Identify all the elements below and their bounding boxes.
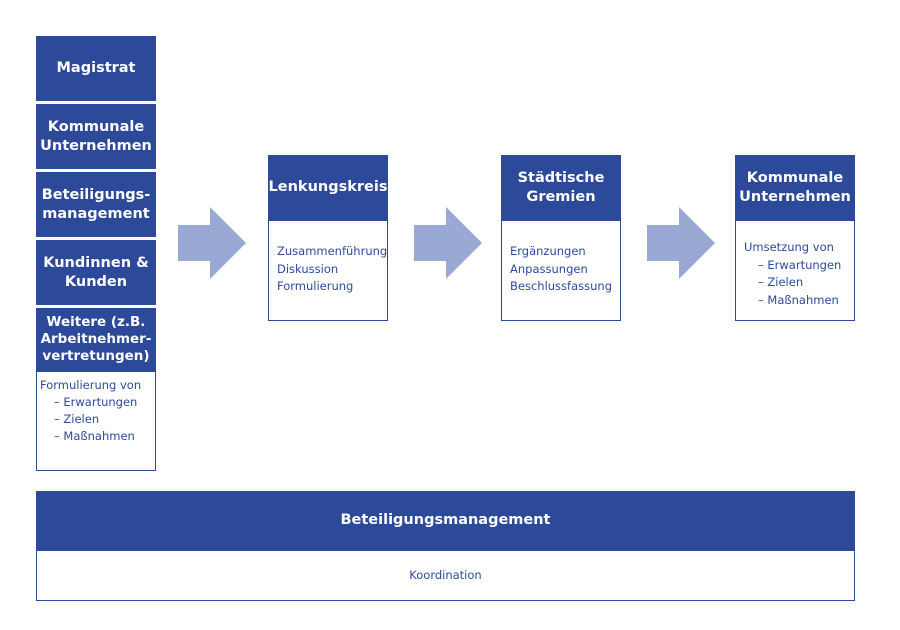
step-kommunale-unternehmen-body: Umsetzung von – Erwartungen – Zielen – M…	[735, 220, 855, 321]
step-item: Anpassungen	[510, 261, 588, 276]
step-staedtische-gremien-body: Ergänzungen Anpassungen Beschlussfassung	[501, 220, 621, 321]
coordination-title: Beteiligungsmanagement	[36, 491, 855, 550]
stakeholder-beteiligungsmanagement: Beteiligungs- management	[36, 172, 156, 237]
step-kommunale-unternehmen-title: Kommunale Unternehmen	[735, 155, 855, 220]
step-item: – Erwartungen	[758, 257, 842, 272]
stakeholder-kundinnen-kunden: Kundinnen & Kunden	[36, 240, 156, 305]
formulation-item: – Maßnahmen	[54, 429, 135, 443]
step-lenkungskreis-title: Lenkungskreis	[268, 155, 388, 220]
stakeholder-formulation-box: Formulierung von – Erwartungen – Zielen …	[36, 371, 156, 471]
flow-arrow-icon	[414, 207, 482, 279]
step-staedtische-gremien-title: Städtische Gremien	[501, 155, 621, 220]
coordination-box: Koordination	[36, 550, 855, 601]
flow-arrow-icon	[178, 207, 246, 279]
stakeholder-magistrat: Magistrat	[36, 36, 156, 101]
formulation-title: Formulierung von	[40, 378, 142, 392]
step-item: – Zielen	[758, 275, 804, 289]
step-item: – Maßnahmen	[758, 292, 839, 307]
stakeholder-kommunale-unternehmen: Kommunale Unternehmen	[36, 104, 156, 169]
step-item: Formulierung	[277, 279, 354, 293]
coordination-label: Koordination	[409, 567, 482, 582]
step-item: Zusammenführung	[277, 244, 388, 258]
formulation-item: – Erwartungen	[54, 395, 138, 409]
step-lenkungskreis-body: Zusammenführung Diskussion Formulierung	[268, 220, 388, 321]
step-item: Diskussion	[277, 261, 339, 276]
flow-arrow-icon	[647, 207, 715, 279]
stakeholder-weitere: Weitere (z.B. Arbeitnehmer- vertretungen…	[36, 308, 156, 371]
formulation-item: – Zielen	[54, 412, 100, 426]
step-item: Ergänzungen	[510, 244, 586, 258]
step-intro: Umsetzung von	[744, 240, 834, 254]
step-item: Beschlussfassung	[510, 279, 612, 293]
